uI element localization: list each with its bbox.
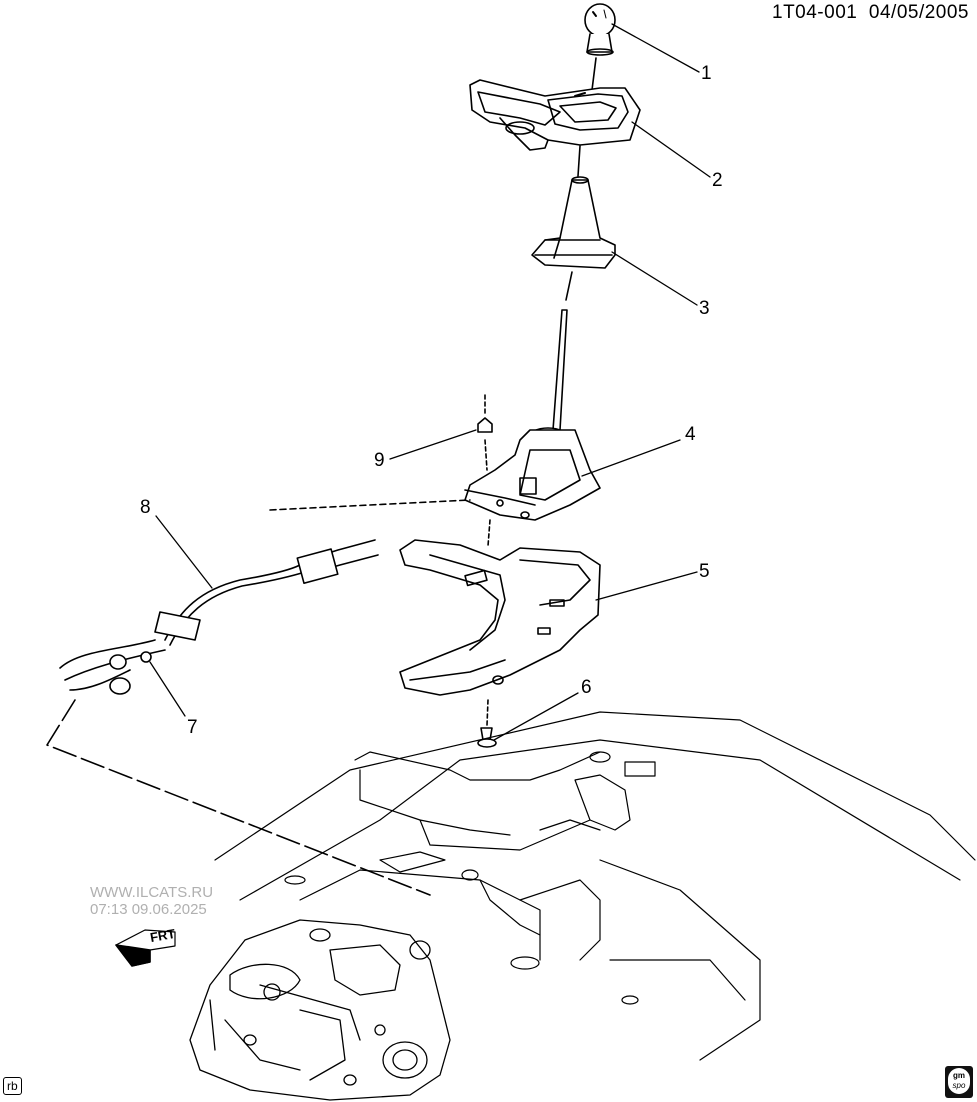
reference-line [46, 699, 431, 896]
watermark-timestamp: 07:13 09.06.2025 [90, 901, 207, 918]
callout-3: 3 [699, 298, 710, 319]
callout-6: 6 [581, 677, 592, 698]
leader-lines [149, 23, 711, 741]
callout-9: 9 [374, 450, 385, 471]
diagram-header: 1T04-001 04/05/2005 [772, 2, 969, 24]
nut-part [477, 394, 493, 471]
shift-boot-part [531, 176, 616, 269]
callout-7: 7 [187, 717, 198, 738]
callout-8: 8 [140, 497, 151, 518]
callout-4: 4 [685, 424, 696, 445]
callout-1: 1 [701, 63, 712, 84]
shift-trim-bezel-part [469, 79, 641, 151]
bolt-part [477, 727, 497, 748]
watermark-site: WWW.ILCATS.RU [90, 884, 214, 901]
shifter-bracket-part [399, 539, 601, 696]
shifter-assembly-part [464, 309, 601, 521]
callout-2: 2 [712, 170, 723, 191]
transmission-part [189, 919, 451, 1101]
floor-pan-part [214, 711, 976, 1061]
callout-5: 5 [699, 561, 710, 582]
watermark: WWW.ILCATS.RU 07:13 09.06.2025 [90, 884, 213, 918]
shift-cable-part [59, 499, 471, 695]
front-direction-arrow-icon [115, 929, 176, 967]
cable-clip-part [140, 651, 152, 663]
diagram-date: 04/05/2005 [868, 2, 969, 23]
diagram-code: 1T04-001 [772, 2, 858, 23]
author-initials-badge: rb [3, 1077, 22, 1095]
shift-knob-part [584, 3, 616, 56]
